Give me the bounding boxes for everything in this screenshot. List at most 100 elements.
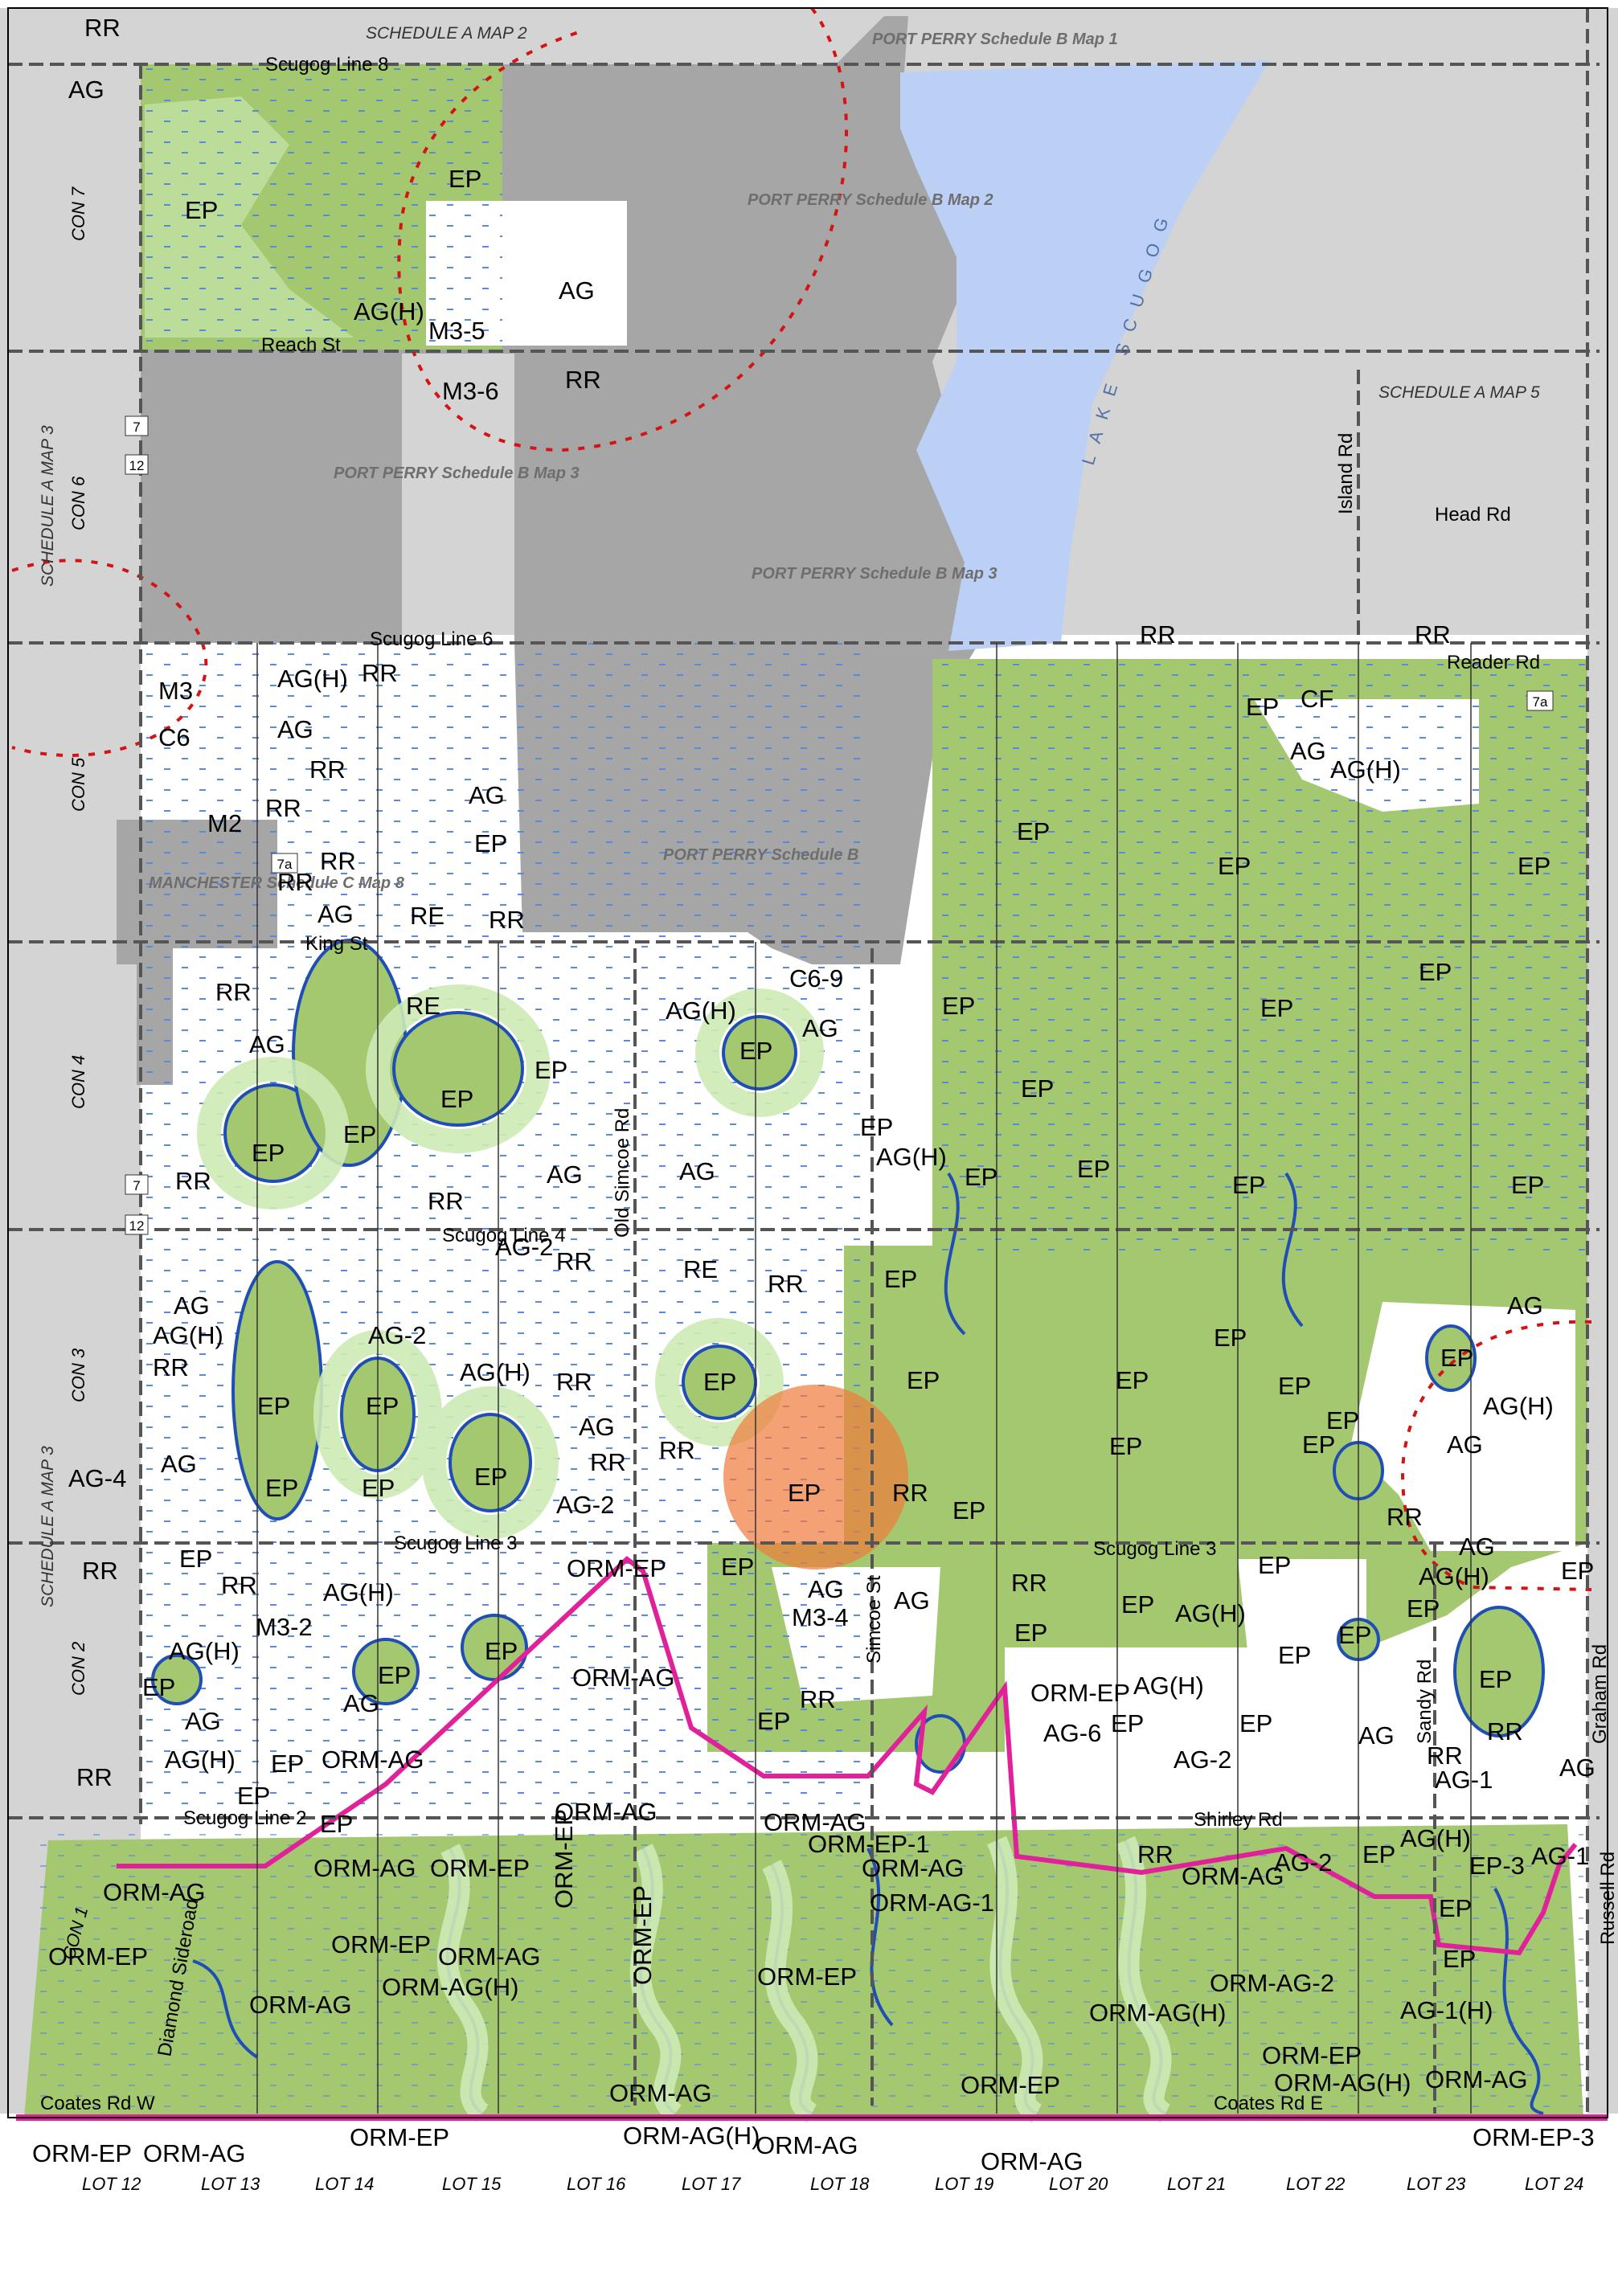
zone-label: EP — [1232, 1171, 1265, 1199]
hwy7-shield-b: 7 — [133, 1178, 140, 1193]
road-coates-rd-e: Coates Rd E — [1214, 2093, 1323, 2114]
label-map3-upper: SCHEDULE A MAP 3 — [39, 425, 57, 587]
zone-label: AG(H) — [165, 1746, 236, 1774]
con-6: CON 6 — [68, 476, 88, 530]
zone-label: ORM-EP — [331, 1930, 431, 1958]
lot-14: LOT 14 — [315, 2174, 374, 2194]
lot-16: LOT 16 — [567, 2174, 626, 2194]
highlight-circle — [723, 1385, 908, 1570]
road-scugog-line-3-e: Scugog Line 3 — [1093, 1538, 1216, 1560]
con-2: CON 2 — [68, 1642, 88, 1696]
zone-label: AG(H) — [1419, 1562, 1489, 1590]
zone-label: ORM-AG — [249, 1991, 351, 2019]
zone-label: AG-1(H) — [1400, 1996, 1493, 2024]
zone-label: AG(H) — [323, 1578, 394, 1606]
inset-pp-map1: PORT PERRY Schedule B Map 1 — [872, 31, 1118, 48]
zone-label: EP — [1338, 1621, 1371, 1649]
zone-label: ORM-AG — [764, 1808, 866, 1836]
zone-label: EP — [1218, 852, 1251, 880]
lot-22: LOT 22 — [1286, 2174, 1345, 2194]
zone-label: RR — [309, 755, 346, 784]
zone-label: AG — [1290, 737, 1326, 765]
zone-label: RR — [489, 906, 525, 934]
zone-label: AG-2 — [495, 1233, 553, 1261]
zone-label: EP — [320, 1810, 353, 1838]
road-old-simcoe-rd: Old Simcoe Rd — [612, 1108, 633, 1238]
zone-label: RR — [1487, 1717, 1523, 1746]
zone-label: EP — [1111, 1709, 1144, 1737]
road-head-rd: Head Rd — [1435, 504, 1511, 526]
zone-label: EP — [1362, 1840, 1395, 1868]
zone-label: EP — [257, 1392, 290, 1420]
road-scugog-line-2: Scugog Line 2 — [183, 1807, 306, 1829]
inset-pp-map2: PORT PERRY Schedule B Map 2 — [748, 191, 993, 209]
zone-label: EP — [788, 1479, 821, 1507]
zone-label: EP — [1260, 994, 1293, 1022]
zone-label: RR — [1011, 1569, 1047, 1597]
zone-label: AG-1 — [1531, 1842, 1589, 1870]
zone-label: ORM-AG — [1425, 2065, 1527, 2093]
zone-label: AG-4 — [68, 1464, 126, 1492]
zone-label: AG — [559, 276, 595, 305]
zone-labels: RR AG EP EP AG AG(H) M3-5 M3-6 RR M3 C6 … — [32, 14, 1595, 2175]
hwy7a-shield-a: 7a — [277, 857, 293, 872]
zone-label: EP — [378, 1661, 411, 1689]
hwy12-shield-a: 12 — [129, 458, 145, 473]
zone-label: ORM-AG — [981, 2147, 1083, 2175]
zone-label: EP — [1278, 1641, 1311, 1669]
zone-label: ORM-AG-2 — [1210, 1969, 1334, 1997]
zone-label: AG-2 — [556, 1491, 614, 1519]
road-scugog-line-4: Scugog Line 4 — [442, 1225, 565, 1246]
zone-label: AG — [174, 1291, 210, 1320]
con-3: CON 3 — [68, 1348, 88, 1402]
zone-label: EP — [703, 1368, 736, 1396]
label-map2: SCHEDULE A MAP 2 — [366, 24, 527, 43]
road-scugog-line-6: Scugog Line 6 — [370, 628, 493, 650]
zone-label: ORM-AG — [438, 1942, 540, 1971]
zone-label: EP — [185, 196, 218, 224]
zone-label: ORM-AG(H) — [382, 1973, 518, 2001]
zone-label: RR — [320, 847, 356, 875]
road-king-st: King St — [305, 933, 368, 955]
zone-label: AG(H) — [1133, 1672, 1204, 1700]
lot-13: LOT 13 — [201, 2174, 260, 2194]
zone-label: EP — [1121, 1590, 1154, 1619]
road-coates-rd-w: Coates Rd W — [40, 2093, 155, 2114]
lot-24: LOT 24 — [1525, 2174, 1583, 2194]
zone-label: ORM-AG — [555, 1798, 657, 1826]
inset-pp-map3a: PORT PERRY Schedule B Map 3 — [334, 465, 580, 482]
zone-label: AG-2 — [368, 1321, 426, 1349]
zone-label: ORM-AG-1 — [870, 1889, 994, 1917]
zone-label: AG(H) — [277, 665, 348, 693]
zone-label: AG — [469, 781, 505, 809]
zone-label: ORM-AG — [322, 1746, 424, 1774]
zone-label: M3 — [158, 677, 193, 705]
zone-label: EP — [1077, 1155, 1110, 1183]
zone-label: AG — [185, 1707, 221, 1735]
zone-label: RE — [406, 992, 440, 1020]
road-labels: Scugog Line 8 Reach St Scugog Line 6 Kin… — [40, 54, 1618, 2114]
road-graham-rd: Graham Rd — [1589, 1644, 1611, 1744]
road-russell-rd: Russell Rd — [1597, 1852, 1618, 1945]
zone-label: M3-4 — [792, 1603, 849, 1631]
zone-label: ORM-AG — [1182, 1862, 1284, 1890]
lot-labels: LOT 12 LOT 13 LOT 14 LOT 15 LOT 16 LOT 1… — [82, 2174, 1583, 2194]
concession-labels: CON 7 CON 6 CON 5 CON 4 CON 3 CON 2 CON … — [59, 186, 92, 1962]
zone-label: AG(H) — [460, 1358, 530, 1386]
zone-label: EP — [474, 829, 507, 857]
zone-label: EP — [1443, 1945, 1476, 1973]
zone-label: AG — [579, 1413, 615, 1441]
zone-label: ORM-EP — [48, 1942, 148, 1971]
zone-label: AG(H) — [1330, 755, 1401, 784]
zone-label: ORM-EP — [629, 1885, 657, 1985]
zone-label: AG(H) — [1175, 1599, 1246, 1627]
zone-label: ORM-EP-1 — [808, 1830, 930, 1858]
zone-label: EP — [362, 1474, 395, 1502]
zone-label: AG(H) — [666, 997, 736, 1025]
zone-label: ORM-EP — [567, 1554, 666, 1582]
zone-label: EP — [271, 1750, 304, 1778]
zone-label: EP — [1278, 1372, 1311, 1400]
zone-label: RR — [221, 1571, 257, 1599]
zone-label: AG — [1559, 1754, 1595, 1782]
zone-label: RR — [82, 1557, 118, 1585]
